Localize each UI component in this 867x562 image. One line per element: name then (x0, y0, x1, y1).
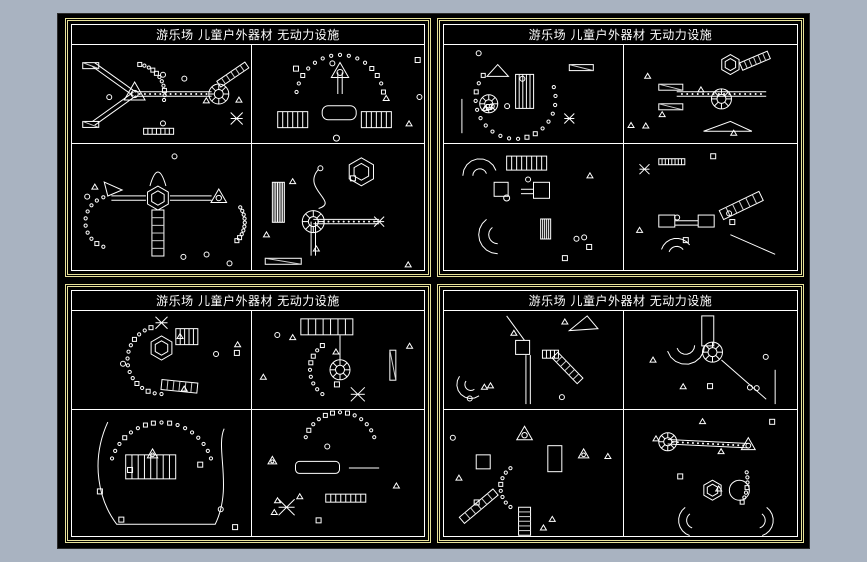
sheet-1-frame: 游乐场 儿童户外器材 无动力设施 (71, 24, 425, 271)
sheet-3-divider-h (72, 409, 424, 410)
equipment-plan-drawing (649, 315, 776, 405)
sheet-1-plan-a[interactable] (72, 45, 251, 143)
drawing-sheet-4[interactable]: 游乐场 儿童户外器材 无动力设施 (437, 284, 804, 543)
equipment-plan-drawing (259, 318, 414, 402)
sheet-4-frame: 游乐场 儿童户外器材 无动力设施 (443, 290, 798, 537)
equipment-plan-drawing (120, 316, 242, 397)
sheet-1-divider-h (72, 143, 424, 144)
equipment-plan-drawing (262, 157, 413, 268)
sheet-4-plan-b[interactable] (623, 311, 802, 409)
sheet-1-plan-c[interactable] (72, 143, 251, 274)
sheet-4-title: 游乐场 儿童户外器材 无动力设施 (444, 291, 797, 311)
sheet-3-plan-a[interactable] (72, 311, 251, 409)
equipment-plan-drawing (267, 410, 401, 524)
sheet-3-divider-v (251, 311, 252, 536)
equipment-plan-drawing (449, 425, 612, 536)
sheet-2-plan-b[interactable] (623, 45, 802, 143)
sheet-4-divider-v (623, 311, 624, 536)
sheet-1-divider-v (251, 45, 252, 270)
drawing-sheet-1[interactable]: 游乐场 儿童户外器材 无动力设施 (65, 18, 431, 277)
sheet-2-plan-c[interactable] (444, 143, 623, 274)
sheet-3-title: 游乐场 儿童户外器材 无动力设施 (72, 291, 424, 311)
equipment-plan-drawing (456, 315, 599, 405)
equipment-plan-drawing (277, 52, 423, 142)
sheet-2-divider-v (623, 45, 624, 270)
sheet-2-plan-d[interactable] (623, 143, 802, 274)
sheet-2-divider-h (444, 143, 797, 144)
sheet-3-plan-d[interactable] (251, 409, 429, 540)
equipment-plan-drawing (461, 50, 594, 141)
sheet-4-plan-a[interactable] (444, 311, 623, 409)
equipment-plan-drawing (627, 50, 771, 136)
sheet-3-plan-c[interactable] (72, 409, 251, 540)
drawing-sheet-2[interactable]: 游乐场 儿童户外器材 无动力设施 (437, 18, 804, 277)
sheet-4-plan-c[interactable] (444, 409, 623, 540)
equipment-plan-drawing (652, 417, 776, 537)
equipment-plan-drawing (635, 153, 776, 255)
sheet-1-plan-d[interactable] (251, 143, 429, 274)
cad-drawing-canvas[interactable]: 游乐场 儿童户外器材 无动力设施 游乐场 儿童户外器材 无动力设施 游乐场 儿童… (57, 13, 810, 549)
sheet-3-plan-b[interactable] (251, 311, 429, 409)
sheet-4-plan-d[interactable] (623, 409, 802, 540)
equipment-plan-drawing (82, 61, 250, 135)
sheet-1-title: 游乐场 儿童户外器材 无动力设施 (72, 25, 424, 45)
equipment-plan-drawing (83, 153, 247, 267)
equipment-plan-drawing (96, 420, 239, 531)
sheet-1-plan-b[interactable] (251, 45, 429, 143)
sheet-2-frame: 游乐场 儿童户外器材 无动力设施 (443, 24, 798, 271)
sheet-2-title: 游乐场 儿童户外器材 无动力设施 (444, 25, 797, 45)
sheet-3-frame: 游乐场 儿童户外器材 无动力设施 (71, 290, 425, 537)
drawing-sheet-3[interactable]: 游乐场 儿童户外器材 无动力设施 (65, 284, 431, 543)
equipment-plan-drawing (462, 155, 594, 262)
sheet-4-divider-h (444, 409, 797, 410)
sheet-2-plan-a[interactable] (444, 45, 623, 143)
